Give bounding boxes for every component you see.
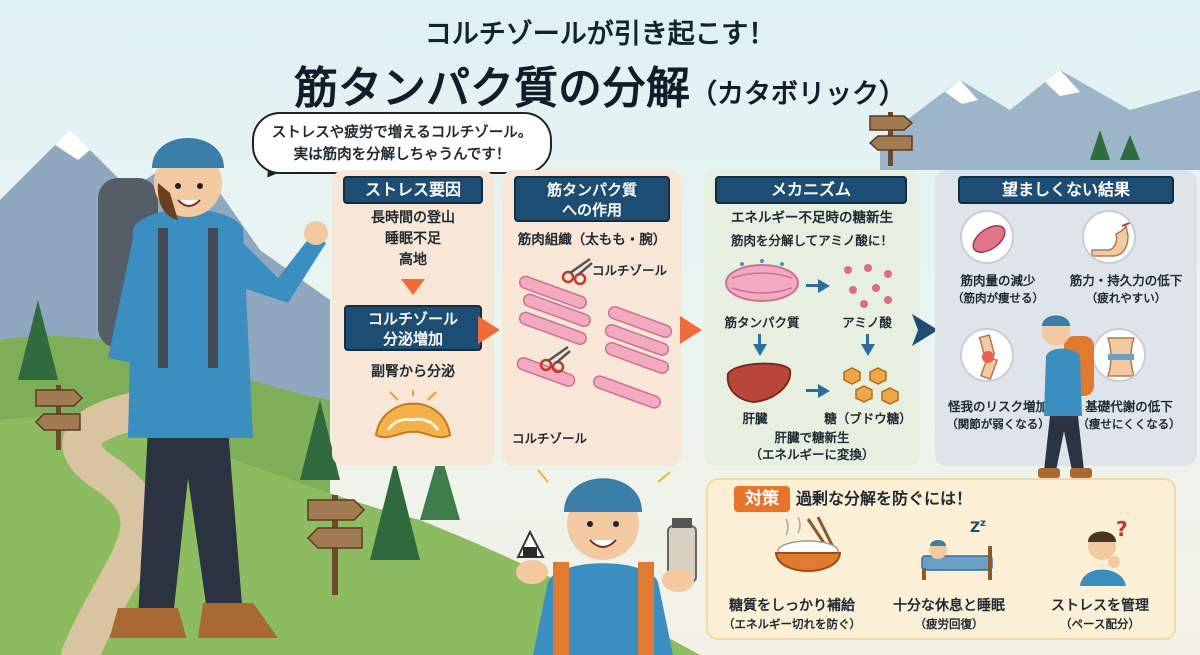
- arrow-right-icon: [818, 279, 830, 293]
- knee-icon: [960, 328, 1014, 382]
- arrow-right-icon: [818, 384, 830, 398]
- cortisol-header-line-2: 分泌増加: [382, 330, 443, 348]
- countermeasure-title: 十分な休息と睡眠: [893, 598, 1005, 614]
- countermeasures-title: 過剰な分解を防ぐには！: [796, 489, 973, 508]
- stress-factors-header: ストレス要因: [343, 176, 483, 204]
- glucose-icon: [843, 367, 899, 405]
- waist-icon: [1092, 328, 1146, 382]
- thinking-person-icon: ?: [1080, 517, 1128, 586]
- result-title: 筋力・持久力の低下: [1069, 273, 1183, 288]
- cortisol-label: コルチゾール: [592, 263, 668, 278]
- page-title: 筋タンパク質の分解（カタボリック）: [0, 52, 1200, 116]
- arrow-down-icon: [401, 279, 425, 295]
- mechanism-panel: [704, 170, 920, 466]
- protein-label: 筋タンパク質: [724, 315, 800, 330]
- sugar-label: 糖（ブドウ糖）: [824, 411, 912, 426]
- flow-arrow-line: [806, 284, 820, 287]
- muscle-action-header: 筋タンパク質 への作用: [514, 176, 670, 222]
- arrow-down-icon: [753, 344, 767, 356]
- flow-arrow-line: [758, 334, 761, 346]
- countermeasure-note: （疲労回復）: [914, 617, 984, 631]
- amino-acid-label: アミノ酸: [842, 315, 892, 330]
- muscle-icon: [960, 210, 1014, 264]
- amino-acid-icon: [844, 264, 892, 308]
- svg-text:z: z: [980, 518, 986, 529]
- signpost-icon: [306, 495, 366, 595]
- result-note: （関節が弱くなる）: [946, 417, 1050, 431]
- speech-line-2: 実は筋肉を分解しちゃうんです！: [293, 147, 511, 163]
- gluconeogenesis-line-1: 肝臓で糖新生: [774, 430, 850, 445]
- sleep-icon: Z z: [921, 518, 993, 580]
- result-title: 怪我のリスク増加: [947, 399, 1048, 414]
- muscle-header-line-1: 筋タンパク質: [546, 181, 637, 199]
- title-subtitle: コルチゾールが引き起こす！: [424, 19, 776, 50]
- liver-label: 肝臓: [742, 411, 768, 426]
- adrenal-label: 副腎から分泌: [371, 364, 455, 380]
- stress-factor-item: 睡眠不足: [385, 231, 441, 247]
- result-title: 基礎代謝の低下: [1085, 399, 1173, 414]
- signpost-icon: [34, 385, 84, 450]
- cortisol-label: コルチゾール: [512, 431, 588, 446]
- adrenal-gland-icon: [374, 390, 452, 439]
- svg-text:?: ?: [1116, 517, 1128, 541]
- cortisol-increase-header: コルチゾール 分泌増加: [344, 305, 482, 351]
- flow-arrow-line: [806, 389, 820, 392]
- result-note: （筋肉が痩せる）: [952, 291, 1044, 305]
- result-title: 筋肉量の減少: [960, 273, 1036, 288]
- arm-icon: [1082, 210, 1136, 264]
- tired-hiker-illustration: [1038, 315, 1094, 478]
- speech-line-1: ストレスや疲労で増えるコルチゾール。: [271, 125, 533, 141]
- hiker-girl-with-food-illustration: [516, 469, 697, 655]
- arrow-right-icon: [478, 316, 500, 344]
- rice-bowl-icon: [774, 516, 842, 572]
- scissors-icon: [561, 257, 593, 285]
- countermeasure-note: （エネルギー切れを防ぐ）: [723, 617, 861, 631]
- countermeasure-note: （ペース配分）: [1060, 617, 1140, 631]
- signpost-icon: [868, 112, 914, 166]
- svg-text:Z: Z: [970, 520, 980, 536]
- cortisol-header-line-1: コルチゾール: [367, 310, 458, 328]
- mechanism-header: メカニズム: [715, 176, 907, 204]
- muscle-tissue-label: 筋肉組織（太もも・腕）: [517, 232, 667, 248]
- result-note: （疲れやすい）: [1085, 291, 1167, 305]
- mechanism-note: 筋肉を分解してアミノ酸に！: [731, 233, 893, 248]
- title-suffix: （カタボリック）: [690, 79, 906, 110]
- countermeasure-title: ストレスを管理: [1051, 598, 1149, 614]
- flow-arrow-line: [866, 334, 869, 346]
- speech-bubble: ストレスや疲労で増えるコルチゾール。 実は筋肉を分解しちゃうんです！: [252, 112, 552, 174]
- mechanism-subtitle: エネルギー不足時の糖新生: [731, 210, 893, 226]
- countermeasures-badge: 対策: [734, 486, 790, 512]
- arrow-right-icon: [680, 316, 702, 344]
- arrow-right-icon: [912, 314, 938, 346]
- liver-icon: [726, 362, 792, 404]
- stress-factor-item: 長時間の登山: [371, 210, 455, 226]
- muscle-header-line-2: への作用: [561, 201, 622, 219]
- hiker-woman-illustration: [98, 138, 328, 638]
- stress-factor-item: 高地: [399, 252, 427, 268]
- results-header: 望ましくない結果: [958, 176, 1174, 204]
- scissors-icon: [539, 345, 571, 373]
- gluconeogenesis-line-2: （エネルギーに変換）: [749, 447, 875, 462]
- muscle-fiber-illustration: [516, 275, 673, 409]
- countermeasure-title: 糖質をしっかり補給: [729, 598, 855, 614]
- muscle-protein-icon: [725, 259, 799, 302]
- arrow-down-icon: [861, 344, 875, 356]
- result-note: （痩せにくくなる）: [1077, 417, 1181, 431]
- title-main-text: 筋タンパク質の分解: [294, 63, 690, 114]
